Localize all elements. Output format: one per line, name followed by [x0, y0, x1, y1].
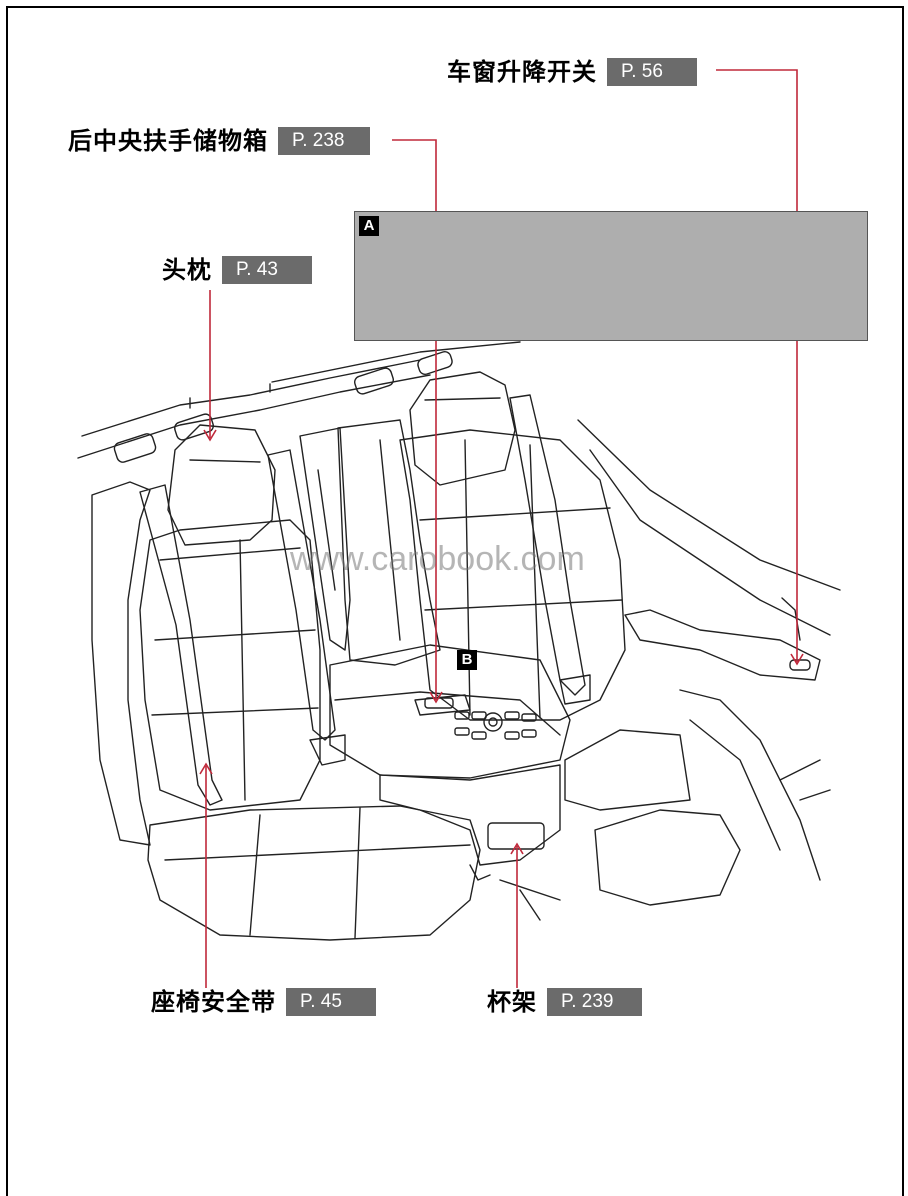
leader-armrest-box [392, 139, 437, 700]
watermark: www.carobook.com [290, 540, 585, 578]
callout-label: 座椅安全带 [151, 988, 276, 1016]
marker-a: A [359, 216, 379, 236]
page-reference-link[interactable]: P. 239 [547, 988, 642, 1016]
arrow-seatbelt [199, 762, 213, 775]
arrow-window-switch [790, 653, 804, 666]
callout-label: 头枕 [162, 256, 212, 284]
callout-label: 杯架 [487, 988, 537, 1016]
page-reference-link[interactable]: P. 43 [222, 256, 312, 284]
panel-a: A [354, 211, 868, 341]
arrow-headrest [203, 429, 217, 442]
page-reference-link[interactable]: P. 45 [286, 988, 376, 1016]
callout-label: 后中央扶手储物箱 [68, 127, 268, 155]
callout-seatbelt: 座椅安全带 P. 45 [151, 988, 376, 1016]
callout-window-switch: 车窗升降开关 P. 56 [447, 58, 697, 86]
callout-headrest: 头枕 P. 43 [162, 256, 312, 284]
callout-label: 车窗升降开关 [447, 58, 597, 86]
callout-armrest-box: 后中央扶手储物箱 P. 238 [68, 127, 370, 155]
arrow-armrest-box [429, 691, 443, 704]
page-frame [6, 6, 904, 1196]
arrow-cup-holder [510, 842, 524, 855]
leader-window-switch [716, 69, 798, 662]
callout-cup-holder: 杯架 P. 239 [487, 988, 642, 1016]
page-reference-link[interactable]: P. 238 [278, 127, 370, 155]
page-reference-link[interactable]: P. 56 [607, 58, 697, 86]
marker-b: B [457, 650, 477, 670]
